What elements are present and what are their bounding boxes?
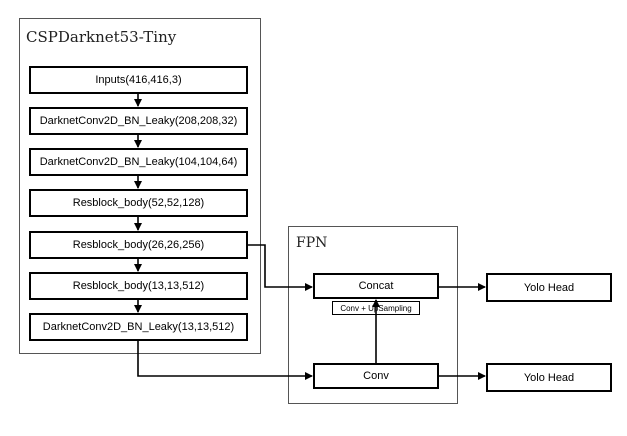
layer-conv-13: DarknetConv2D_BN_Leaky(13,13,512) (29, 313, 248, 341)
layer-resblock-13: Resblock_body(13,13,512) (29, 272, 248, 300)
layer-inputs: Inputs(416,416,3) (29, 66, 248, 94)
fpn-conv: Conv (313, 363, 439, 389)
yolo-head-bottom: Yolo Head (486, 363, 612, 392)
yolo-head-top: Yolo Head (486, 273, 612, 302)
fpn-concat: Concat (313, 273, 439, 299)
layer-resblock-26: Resblock_body(26,26,256) (29, 231, 248, 259)
layer-conv-104: DarknetConv2D_BN_Leaky(104,104,64) (29, 148, 248, 176)
backbone-title: CSPDarknet53-Tiny (26, 28, 177, 46)
layer-conv-208: DarknetConv2D_BN_Leaky(208,208,32) (29, 107, 248, 135)
fpn-title: FPN (296, 235, 328, 251)
layer-resblock-52: Resblock_body(52,52,128) (29, 189, 248, 217)
arrow-res26-to-concat (248, 244, 313, 291)
arrow-conv13-to-fpnconv (137, 341, 313, 380)
